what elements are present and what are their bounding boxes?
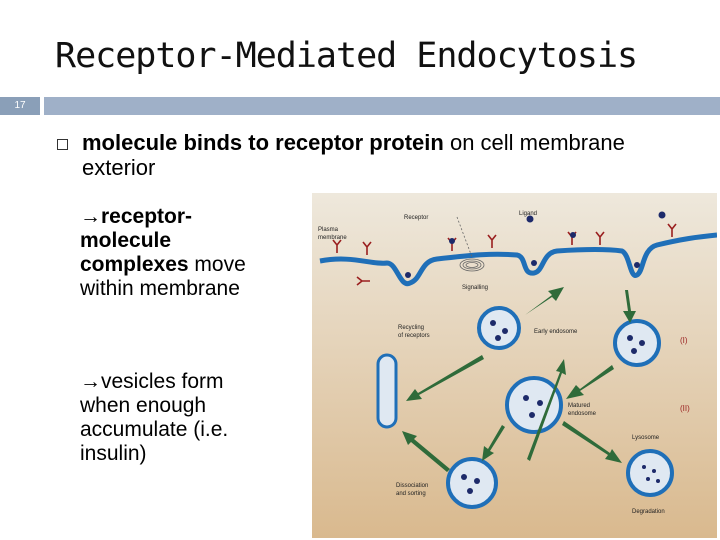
label-signalling: Signalling (462, 285, 488, 291)
square-bullet-icon (57, 139, 68, 150)
label-plasma-2: membrane (318, 235, 347, 241)
label-dissociation-1: Dissociation (396, 483, 428, 489)
main-bullet-bold: molecule binds to receptor protein (82, 130, 444, 155)
sub-bullet-complexes-rest: move within membrane (80, 253, 246, 300)
sub-bullet-vesicles: →vesicles form when enough accumulate (i… (80, 370, 260, 466)
arrow-right-icon: → (80, 370, 101, 393)
endocytosis-diagram: Receptor Ligand Plasma membrane Signalli… (312, 193, 717, 538)
arrow-right-icon: → (80, 205, 101, 228)
label-lysosome: Lysosome (632, 435, 660, 441)
slide-number: 17 (0, 97, 40, 115)
signalling-icon (456, 216, 485, 272)
early-endosome (477, 306, 521, 350)
pathway-arrows (402, 287, 636, 472)
label-roman-1: (I) (680, 336, 688, 345)
label-matured-1: Matured (568, 403, 590, 409)
plasma-membrane (319, 232, 717, 287)
label-plasma-1: Plasma (318, 227, 339, 233)
sub-bullet-vesicles-text: vesicles form when enough accumulate (i.… (80, 370, 229, 465)
slide-title: Receptor-Mediated Endocytosis (55, 36, 638, 76)
label-matured-2: endosome (568, 411, 597, 417)
label-recycling-2: of receptors (398, 333, 430, 339)
lysosome (626, 449, 674, 497)
main-bullet-rest: on cell membrane exterior (82, 130, 625, 180)
title-rule-bar (44, 97, 720, 115)
label-roman-2: (II) (680, 404, 690, 413)
label-early-endosome: Early endosome (534, 329, 578, 335)
label-dissociation-2: and sorting (396, 491, 426, 497)
label-recycling-1: Recycling (398, 325, 424, 331)
ligand-dots (405, 211, 666, 278)
endosome-i (613, 319, 661, 367)
dissociation-vesicle (446, 457, 498, 509)
receptors (332, 223, 677, 286)
label-receptor: Receptor (404, 215, 428, 221)
sub-bullet-complexes: →receptor-molecule complexes move within… (80, 205, 260, 301)
matured-endosome (505, 376, 563, 434)
main-bullet-text: molecule binds to receptor protein on ce… (82, 130, 702, 180)
title-rule: 17 (0, 97, 720, 115)
label-ligand: Ligand (519, 211, 537, 217)
recycling-tubule (376, 353, 398, 429)
sub-bullet-complexes-bold: receptor-molecule complexes (80, 205, 193, 276)
label-degradation: Degradation (632, 509, 665, 515)
